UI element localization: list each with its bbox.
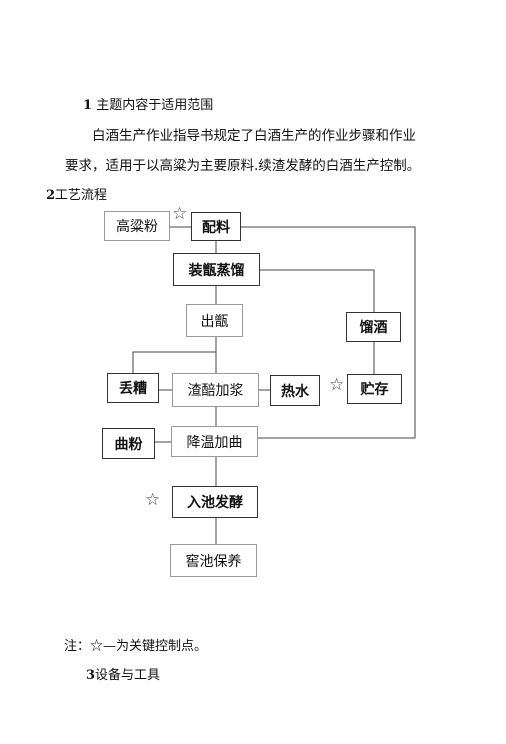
section2-title: 工艺流程 [55, 188, 108, 203]
key-control-star-icon: ☆ [145, 490, 161, 510]
batching-box: 配料 [191, 212, 241, 241]
discard-grains-box: 丢糟 [107, 373, 159, 403]
storage-box: 贮存 [347, 374, 402, 404]
key-control-star-icon: ☆ [329, 375, 345, 395]
sorghum-powder-box: 高粱粉 [104, 211, 170, 241]
section3-heading: 3设备与工具 [86, 668, 160, 684]
distilled-liquor-box: 馏酒 [346, 312, 401, 342]
section3-title: 设备与工具 [95, 668, 161, 683]
section1-title: 主题内容于适用范围 [96, 98, 214, 113]
section1-heading: 1 主题内容于适用范围 [83, 98, 213, 114]
hot-water-box: 热水 [270, 375, 320, 406]
key-control-star-icon: ☆ [172, 204, 188, 224]
section2-number: 2 [46, 188, 56, 203]
out-of-retort-box: 出甑 [186, 304, 243, 337]
steaming-box: 装甑蒸馏 [173, 253, 260, 286]
section1-number: 1 [83, 98, 93, 113]
cooling-koji-box: 降温加曲 [171, 426, 258, 457]
section2-heading: 2工艺流程 [46, 188, 107, 204]
section1-paragraph-line2: 要求，适用于以高粱为主要原料.续渣发酵的白酒生产控制。 [65, 158, 421, 174]
section1-paragraph-line1: 白酒生产作业指导书规定了白酒生产的作业步骤和作业 [92, 128, 416, 144]
into-pit-fermentation-box: 入池发酵 [172, 486, 258, 518]
pit-maintenance-box: 窖池保养 [170, 544, 257, 577]
koji-powder-box: 曲粉 [102, 428, 155, 459]
section3-number: 3 [86, 668, 96, 683]
key-control-note: 注：☆—为关键控制点。 [64, 639, 208, 654]
grain-mash-box: 渣醅加浆 [172, 373, 259, 407]
